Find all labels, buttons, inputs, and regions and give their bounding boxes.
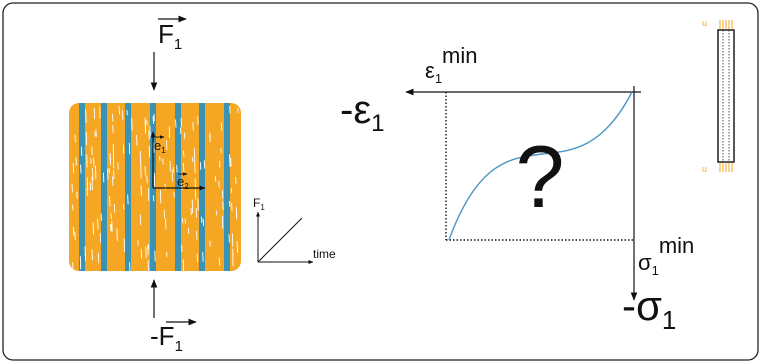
e1-label: e1 (154, 138, 166, 155)
load-plot-ylabel: F1 (253, 196, 265, 212)
side-view-top-ticks (719, 20, 733, 29)
sigma-axis-label: -σ1 (622, 282, 676, 335)
side-view-body (717, 29, 735, 163)
fiber-3 (125, 103, 131, 271)
e2-label: e2 (177, 174, 189, 191)
fiber-2 (101, 103, 107, 271)
side-view-top-u: u (702, 18, 707, 28)
load-plot-xlabel: time (313, 247, 336, 261)
fiber-7 (224, 103, 230, 271)
epsilon-min-label: ε1min (425, 43, 478, 86)
force-bottom: -F1 (150, 279, 197, 355)
response-plot: ? -ε1 ε1min -σ1 σ1min (340, 43, 694, 335)
sigma-min-label: σ1min (638, 233, 694, 278)
texture-dashes (71, 105, 239, 271)
fiber-1 (79, 103, 85, 271)
epsilon-axis-label: -ε1 (340, 88, 385, 137)
force-top-label: F1 (158, 19, 182, 53)
unknown-mark: ? (516, 127, 565, 226)
force-bottom-label: -F1 (150, 321, 183, 355)
side-view-bottom-u: u (702, 164, 707, 174)
basis-vectors: e1 e2 (150, 131, 206, 191)
side-view-bottom-ticks (719, 163, 733, 172)
response-curve (448, 91, 633, 241)
specimen-side-view: u u (702, 18, 735, 174)
force-top: F1 (150, 15, 187, 91)
load-ramp-line (257, 217, 303, 263)
fiber-5 (175, 103, 181, 271)
load-time-plot: F1 time (253, 196, 336, 264)
